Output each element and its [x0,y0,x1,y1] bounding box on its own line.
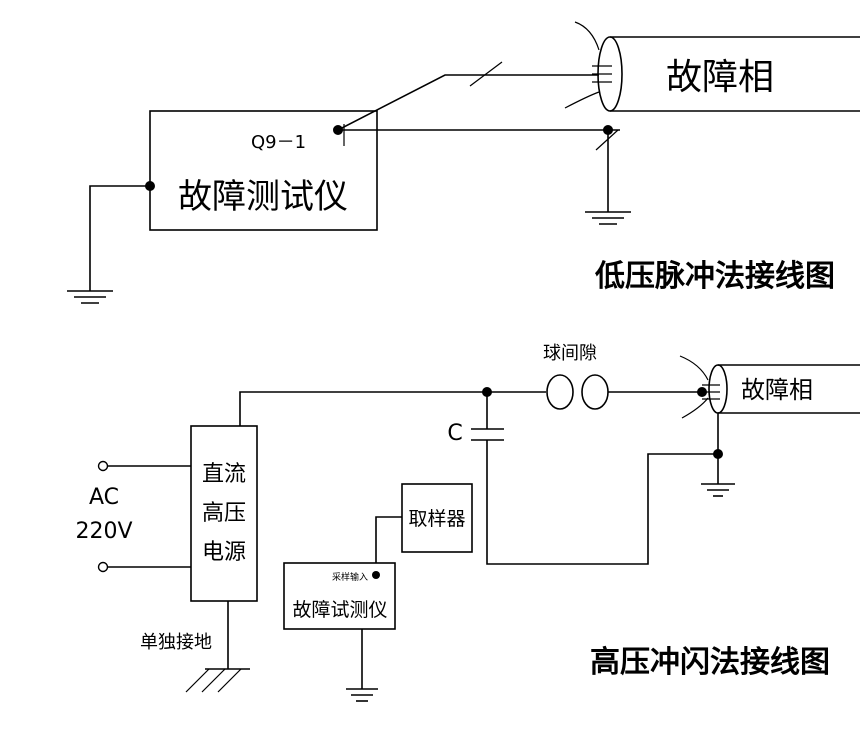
hv-sphere-gap [546,374,702,410]
hv-tester-ground-symbol [346,688,378,702]
lv-core-wire [337,74,599,131]
lv-ground-symbol-left [67,290,113,304]
hv-cable-label: 故障相 [741,376,813,404]
hv-capacitor-label: C [447,421,462,446]
hv-power-supply-box [190,425,258,602]
hv-sheath-node [713,449,723,459]
hv-power-supply-line-3: 电源 [202,540,246,565]
hv-sample-input-node [372,571,380,579]
hv-separate-ground-label: 单独接地 [140,632,212,653]
high-voltage-diagram: 直流 高压 电源 AC 220V 单独接地 C [75,343,860,702]
low-voltage-diagram: 故障测试仪 Q9－1 [67,21,860,304]
hv-capacitor [471,392,718,565]
hv-ac-voltage-label: 220V [75,519,132,544]
hv-sampler-label: 取样器 [408,508,465,530]
hv-sphere-gap-label: 球间隙 [543,343,597,364]
lv-diagram-title: 低压脉冲法接线图 [594,259,835,294]
hv-sampler-box [401,483,473,553]
lv-cable [564,21,860,112]
hv-ac-label: AC [89,485,119,510]
hv-cable [679,355,860,419]
lv-cable-label: 故障相 [666,57,774,98]
lv-box-ground-wire [89,181,155,291]
hv-separate-ground-symbol [185,668,250,693]
lv-ground-symbol-right [585,211,631,225]
hv-power-supply-line-1: 直流 [202,462,246,487]
hv-ac-input-terminals [97,460,191,573]
hv-sheath-ground-symbol [701,483,735,497]
lv-fault-tester-label: 故障测试仪 [178,177,348,217]
hv-fault-tester-label: 故障试测仪 [292,599,387,621]
lv-port-label: Q9－1 [251,132,306,153]
hv-diagram-title: 高压冲闪法接线图 [590,645,830,680]
hv-power-supply-line-2: 高压 [202,501,246,526]
hv-sampler-wire [375,516,402,575]
hv-top-wire [239,391,546,426]
hv-sample-input-label: 采样输入 [332,571,368,583]
